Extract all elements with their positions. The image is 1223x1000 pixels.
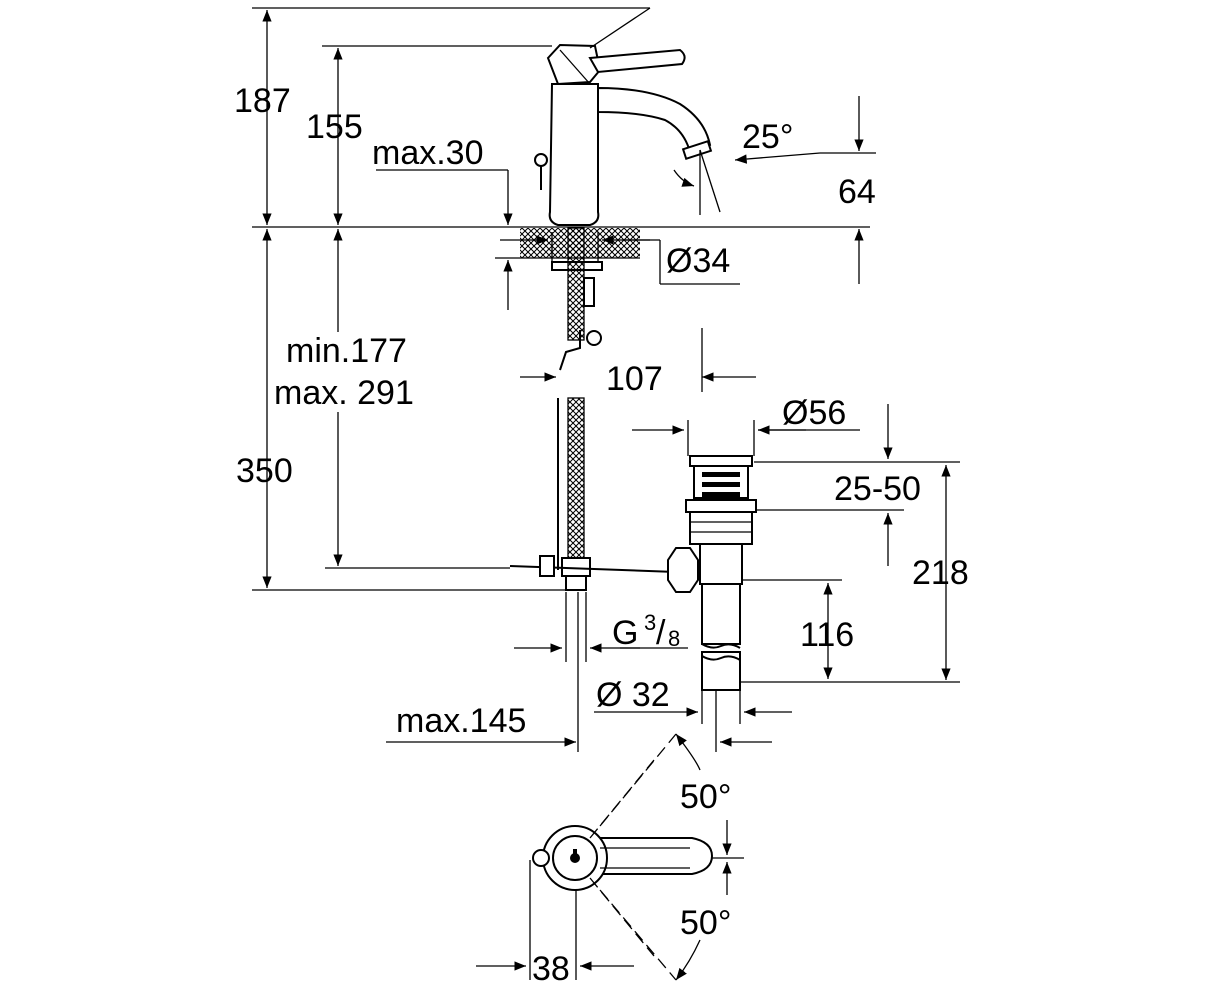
dim-350: 350 [236,452,293,490]
dim-g-slash: / [656,614,666,652]
dim-d32: Ø 32 [596,676,670,714]
dim-218: 218 [912,554,969,592]
dim-50deg-bottom: 50° [680,904,731,942]
dim-min177: min.177 [286,332,407,370]
dim-187: 187 [234,82,291,120]
dim-d56: Ø56 [782,394,846,432]
dim-25deg: 25° [742,118,793,156]
dim-155: 155 [306,108,363,146]
dim-g-den: 8 [668,626,680,651]
top-view [532,733,714,981]
dimension-lines [252,7,960,981]
faucet-body [534,43,713,226]
dim-38: 38 [532,950,570,988]
dim-d34: Ø34 [666,242,730,280]
dim-max30: max.30 [372,134,484,172]
waste-drain [667,455,757,691]
dim-max145: max.145 [396,702,526,740]
dim-g-num: 3 [644,610,656,635]
dim-g: G [612,614,638,652]
popup-rod [509,555,677,577]
supply-hose [557,227,602,591]
countertop [252,226,870,271]
dim-max291: max. 291 [274,374,414,412]
dim-50deg-top: 50° [680,778,731,816]
dim-107: 107 [606,360,663,398]
dim-64: 64 [838,173,876,211]
dim-116: 116 [800,616,854,654]
dimension-labels: 187 155 max.30 25° 64 Ø34 min.177 max. 2… [234,82,969,988]
dim-25-50: 25-50 [834,470,921,508]
